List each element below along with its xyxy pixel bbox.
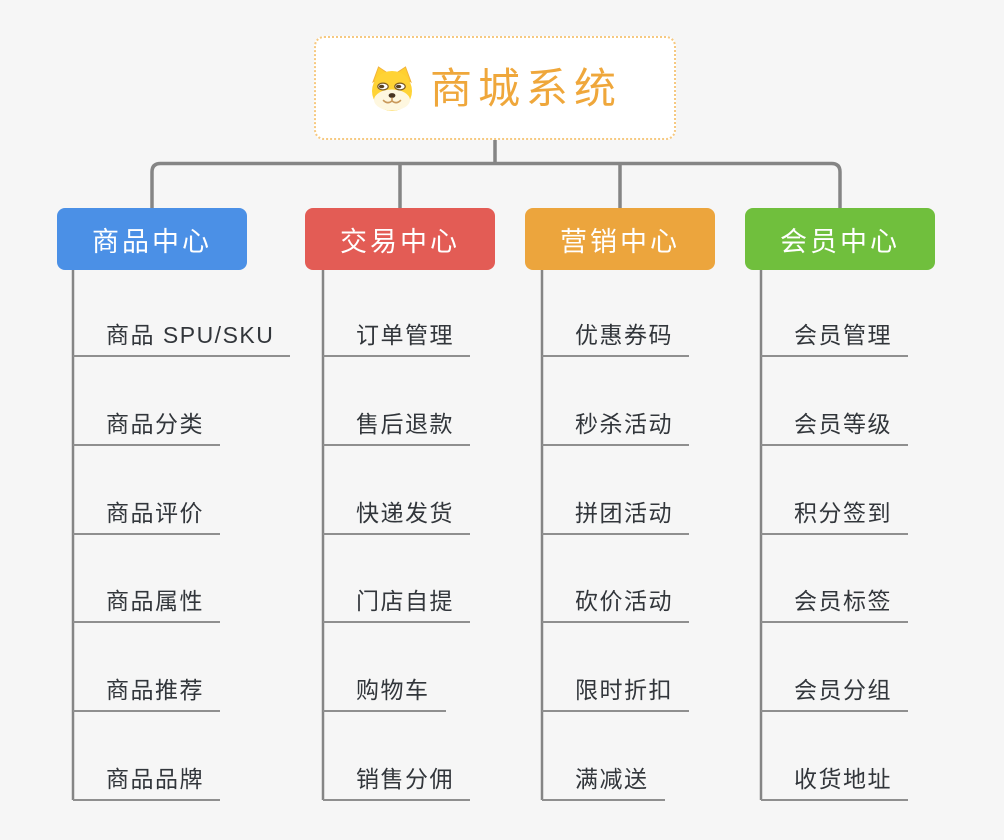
leaf-node[interactable]: 会员标签 [761, 585, 908, 623]
leaf-node[interactable]: 商品分类 [73, 408, 220, 446]
branch-node-product-center[interactable]: 商品中心 [57, 208, 247, 270]
leaf-node[interactable]: 商品 SPU/SKU [73, 319, 291, 357]
leaf-node[interactable]: 购物车 [323, 674, 446, 712]
leaf-node[interactable]: 优惠券码 [542, 319, 689, 357]
leaf-node[interactable]: 会员管理 [761, 319, 908, 357]
leaf-node[interactable]: 商品品牌 [73, 763, 220, 801]
leaf-node[interactable]: 秒杀活动 [542, 408, 689, 446]
leaf-node[interactable]: 销售分佣 [323, 763, 470, 801]
branch-node-marketing-center[interactable]: 营销中心 [525, 208, 715, 270]
leaf-node[interactable]: 积分签到 [761, 497, 908, 535]
leaf-node[interactable]: 满减送 [542, 763, 665, 801]
leaf-node[interactable]: 售后退款 [323, 408, 470, 446]
branch-rail-line [150, 161, 842, 209]
leaf-node[interactable]: 拼团活动 [542, 497, 689, 535]
leaf-node[interactable]: 快递发货 [323, 497, 470, 535]
dog-face-icon [371, 66, 412, 111]
leaf-node[interactable]: 限时折扣 [542, 674, 689, 712]
leaf-node[interactable]: 砍价活动 [542, 585, 689, 623]
branch-node-trade-center[interactable]: 交易中心 [305, 208, 495, 270]
root-title: 商城系统 [429, 65, 622, 112]
leaf-node[interactable]: 会员分组 [761, 674, 908, 712]
leaf-node[interactable]: 商品推荐 [73, 674, 220, 712]
root-node[interactable]: 商城系统 [314, 36, 676, 140]
leaf-node[interactable]: 门店自提 [323, 585, 470, 623]
leaf-node[interactable]: 订单管理 [323, 319, 470, 357]
leaf-node[interactable]: 会员等级 [761, 408, 908, 446]
branch-node-member-center[interactable]: 会员中心 [745, 208, 935, 270]
leaf-node[interactable]: 商品评价 [73, 497, 220, 535]
leaf-node[interactable]: 商品属性 [73, 585, 220, 623]
leaf-node[interactable]: 收货地址 [761, 763, 908, 801]
